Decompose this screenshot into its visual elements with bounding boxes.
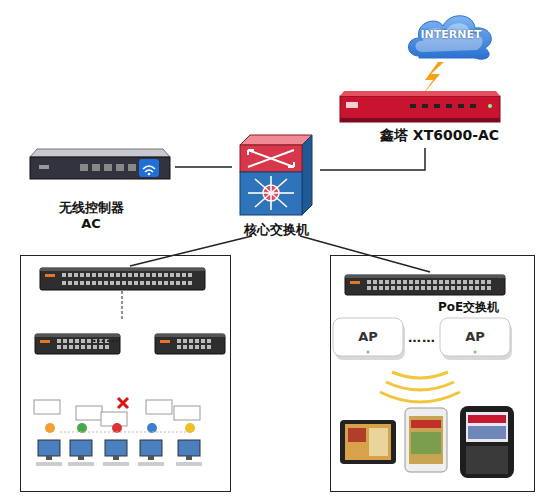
ellipsis-label: …… [408, 330, 436, 345]
phone-device [405, 408, 447, 472]
device-label: PoE交换机 [438, 300, 510, 314]
network-link [320, 148, 425, 170]
cloud-node: INTERNET [405, 8, 497, 64]
device-label: 鑫塔 XT6000-AC [380, 127, 512, 144]
router-device: 鑫塔 XT6000-AC [340, 88, 512, 148]
wire [130, 236, 252, 266]
switch-group [35, 268, 225, 354]
poe-switch: PoE交换机 [345, 272, 510, 318]
network-link [300, 236, 430, 272]
access-point: AP [333, 318, 405, 360]
wifi-waves [380, 372, 460, 402]
wire [122, 291, 123, 320]
network-link [175, 166, 232, 168]
device-label: 无线控制器 AC [50, 200, 132, 231]
device-label: 核心交换机 [232, 222, 320, 238]
core-switch: 核心交换机 [232, 130, 320, 240]
cloud-label: INTERNET [405, 28, 497, 41]
access-point: AP [440, 318, 512, 360]
controller-device: 无线控制器 AC [25, 145, 175, 233]
ap-label: AP [440, 329, 510, 345]
tablet-device [340, 420, 396, 464]
blackberry-device [460, 406, 514, 478]
right-frame [331, 256, 535, 492]
ap-label: AP [333, 329, 403, 345]
left-frame [21, 256, 231, 492]
client-illustration [34, 398, 202, 466]
ellipsis-label: …… [92, 330, 120, 345]
